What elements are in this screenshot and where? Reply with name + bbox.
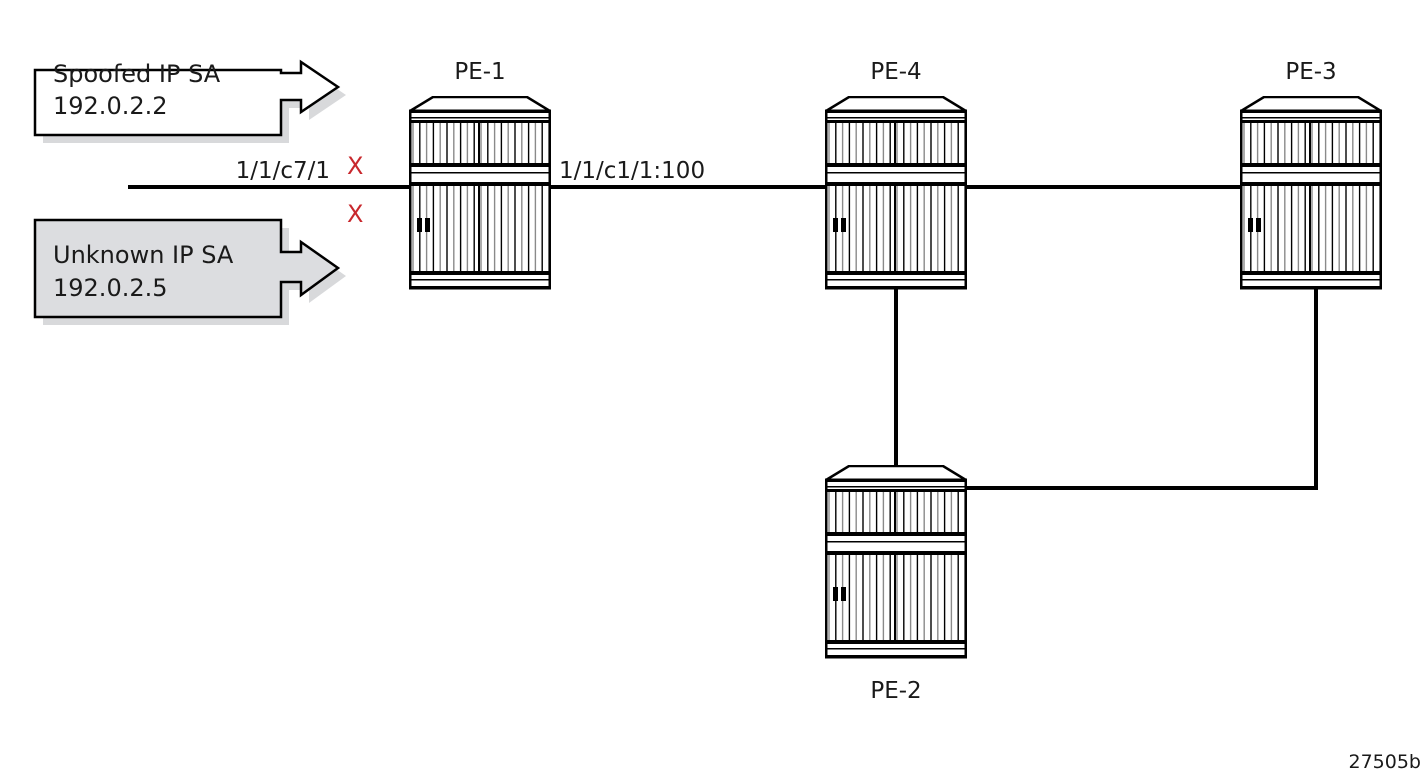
router-pe2 (825, 466, 967, 658)
arrow-shape (33, 218, 341, 319)
links (128, 185, 1318, 490)
callout-line1: Unknown IP SA (53, 241, 234, 269)
drop-mark-icon: X (347, 200, 363, 228)
arrow-shape (33, 59, 341, 137)
callout-line1: Spoofed IP SA (53, 60, 221, 88)
callout-spoofed: Spoofed IP SA 192.0.2.2 (33, 59, 346, 143)
drop-mark-icon: X (347, 152, 363, 180)
router-label-pe2: PE-2 (870, 678, 921, 704)
callout-line2: 192.0.2.5 (53, 274, 168, 302)
figure-id: 27505b (1348, 751, 1421, 773)
callout-line2: 192.0.2.2 (53, 92, 168, 120)
port-label-access: 1/1/c7/1 (236, 158, 330, 184)
port-label-sap: 1/1/c1/1:100 (559, 158, 705, 184)
router-pe1 (409, 97, 551, 289)
router-label-pe1: PE-1 (454, 59, 505, 85)
router-pe3 (1240, 97, 1382, 289)
router-label-pe4: PE-4 (870, 59, 921, 85)
router-pe4 (825, 97, 967, 289)
router-label-pe3: PE-3 (1285, 59, 1336, 85)
link-pe3-pe2 (966, 289, 1318, 490)
callout-unknown: Unknown IP SA 192.0.2.5 (33, 218, 346, 325)
